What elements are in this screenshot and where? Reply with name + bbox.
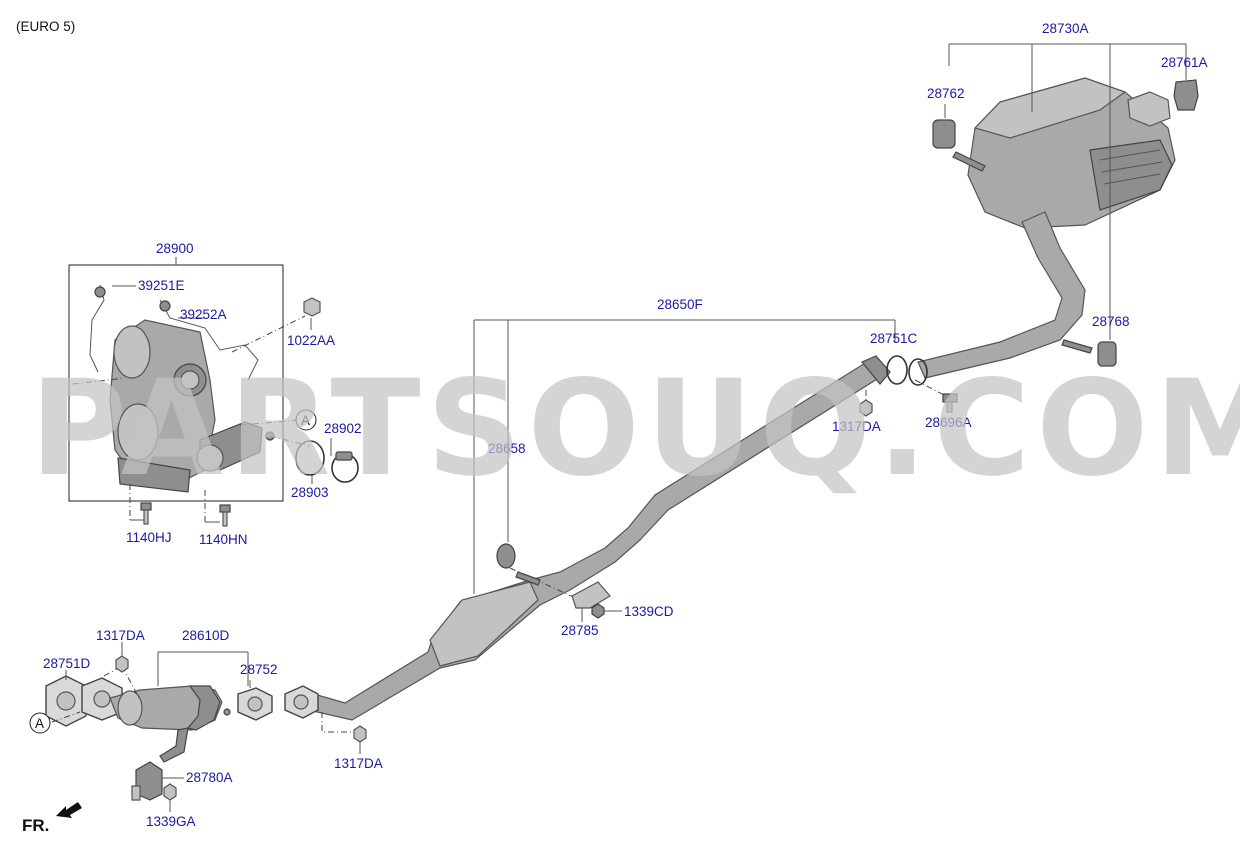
- gasket-28903: [295, 440, 325, 476]
- label-28658[interactable]: 28658: [488, 441, 526, 456]
- label-39252A[interactable]: 39252A: [180, 307, 227, 322]
- watermark-text: PARTSOUQ.COM: [30, 352, 1240, 506]
- label-1140HN[interactable]: 1140HN: [199, 532, 248, 547]
- rear-muffler-assembly: [917, 77, 1176, 379]
- label-28650F[interactable]: 28650F: [657, 297, 703, 312]
- label-28610D[interactable]: 28610D: [182, 628, 230, 643]
- nut-1317DA-left: [115, 655, 129, 673]
- label-28780A[interactable]: 28780A: [186, 770, 233, 785]
- label-1317DA-left[interactable]: 1317DA: [96, 628, 145, 643]
- label-1317DA-top[interactable]: 1317DA: [832, 419, 881, 434]
- label-28903[interactable]: 28903: [291, 485, 329, 500]
- label-28785[interactable]: 28785: [561, 623, 599, 638]
- nut-1022AA: [303, 297, 321, 317]
- label-28762[interactable]: 28762: [927, 86, 965, 101]
- label-1317DA-bottom[interactable]: 1317DA: [334, 756, 383, 771]
- nut-1317DA-top: [859, 399, 873, 417]
- nut-1317DA-bottom: [353, 725, 367, 743]
- label-1022AA[interactable]: 1022AA: [287, 333, 335, 348]
- label-28696A[interactable]: 28696A: [925, 415, 972, 430]
- bolt-28696A: [942, 393, 958, 413]
- front-direction-label: FR.: [22, 816, 49, 835]
- callout-a-lower[interactable]: A: [29, 712, 51, 734]
- rubber-hanger-28658: [496, 543, 516, 569]
- callout-a-upper[interactable]: A: [295, 409, 317, 431]
- gasket-28751C: [886, 355, 908, 385]
- label-28768[interactable]: 28768: [1092, 314, 1130, 329]
- rubber-hanger-28761A: [1173, 79, 1199, 111]
- front-pipe-assembly: [45, 675, 231, 763]
- label-28751D[interactable]: 28751D: [43, 656, 91, 671]
- nut-1339GA: [163, 783, 177, 801]
- label-39251E[interactable]: 39251E: [138, 278, 185, 293]
- arrow-left-icon: [56, 802, 82, 818]
- label-28730A[interactable]: 28730A: [1042, 21, 1089, 36]
- bracket-28785: [571, 581, 611, 609]
- nut-1339CD: [591, 603, 605, 619]
- clamp-28902: [331, 451, 359, 483]
- label-1140HJ[interactable]: 1140HJ: [126, 530, 172, 545]
- bolt-1140HJ: [140, 502, 152, 525]
- rubber-hanger-28762: [932, 119, 956, 149]
- label-1339GA[interactable]: 1339GA: [146, 814, 196, 829]
- label-28902[interactable]: 28902: [324, 421, 362, 436]
- label-28761A[interactable]: 28761A: [1161, 55, 1208, 70]
- variant-label: (EURO 5): [16, 19, 75, 34]
- svg-text:A: A: [35, 716, 44, 731]
- label-28752[interactable]: 28752: [240, 662, 278, 677]
- cat-converter-assembly: [89, 284, 275, 493]
- front-direction-indicator: FR.: [22, 802, 82, 835]
- bolt-1140HN: [219, 504, 231, 527]
- label-28900[interactable]: 28900: [156, 241, 194, 256]
- center-pipe-assembly: [299, 355, 891, 721]
- label-28751C[interactable]: 28751C: [870, 331, 918, 346]
- svg-text:A: A: [301, 413, 310, 428]
- rubber-hanger-28768: [1097, 341, 1117, 367]
- label-1339CD[interactable]: 1339CD: [624, 604, 674, 619]
